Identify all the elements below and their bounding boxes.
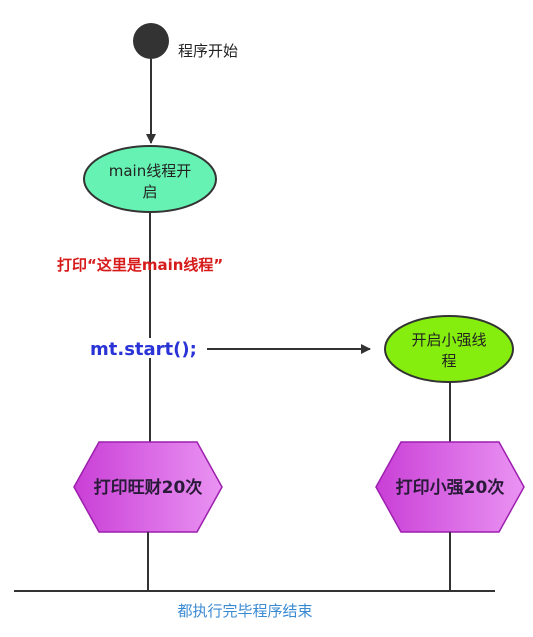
- hex-right-label: 打印小强20次: [396, 477, 505, 498]
- main-thread-label-line2: 启: [142, 183, 157, 201]
- hex-right-node: [375, 441, 525, 533]
- hex-left-node: [73, 441, 223, 533]
- thread-node: [384, 315, 514, 383]
- call-start-text: mt.start();: [90, 339, 197, 360]
- hex-left-label: 打印旺财20次: [94, 477, 203, 498]
- start-label: 程序开始: [178, 42, 238, 60]
- start-node: [133, 23, 169, 59]
- print-main-text: 打印“这里是main线程”: [57, 256, 223, 274]
- main-thread-label-line1: main线程开: [109, 162, 191, 180]
- thread-label-line2: 程: [441, 352, 456, 370]
- thread-label-line1: 开启小强线: [411, 331, 486, 349]
- end-label: 都执行完毕程序结束: [177, 602, 312, 620]
